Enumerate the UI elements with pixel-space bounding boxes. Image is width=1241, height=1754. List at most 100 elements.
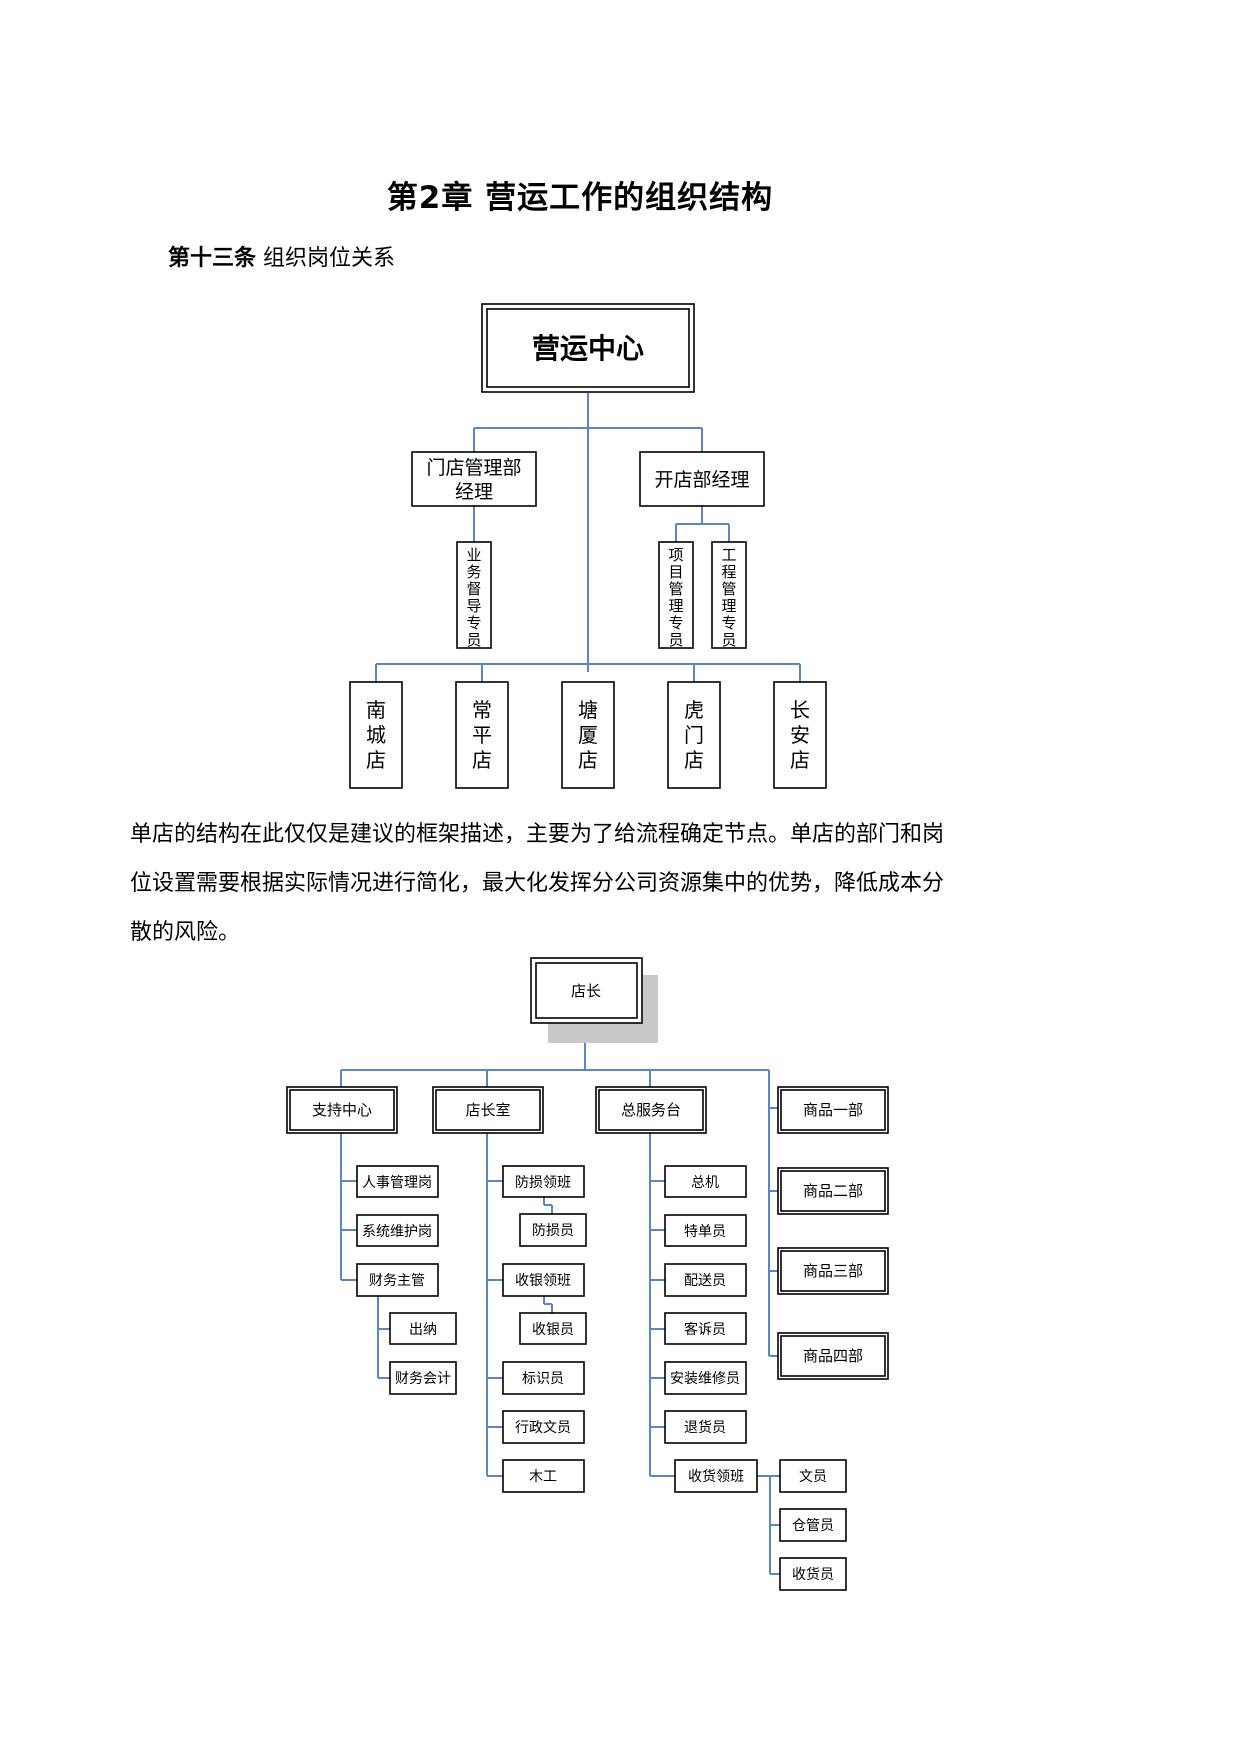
node-label: 财务会计 (395, 1371, 451, 1387)
article-text: 组织岗位关系 (256, 246, 396, 271)
node-returns: 退货员 (664, 1410, 747, 1444)
node-char: 常 (472, 698, 492, 722)
node-char: 务 (466, 563, 481, 581)
node-label-line2: 经理 (455, 481, 493, 503)
article-number: 第十三条 (168, 246, 257, 271)
description-paragraph: 单店的结构在此仅仅是建议的框架描述，主要为了给流程确定节点。单店的部门和岗 位设… (130, 810, 1065, 957)
node-label: 文员 (799, 1469, 827, 1485)
node-store-management-manager: 门店管理部 经理 (411, 451, 537, 507)
node-char: 业 (466, 546, 481, 564)
node-label: 收货领班 (688, 1468, 744, 1485)
node-label: 人事管理岗 (362, 1175, 432, 1191)
node-labeler: 标识员 (502, 1361, 585, 1395)
node-label: 总机 (691, 1175, 719, 1191)
node-cashier-lead: 收银领班 (502, 1263, 585, 1297)
node-char: 店 (790, 748, 810, 772)
node-operations-center: 营运中心 (481, 303, 695, 393)
node-receiving-clerk: 文员 (779, 1459, 847, 1493)
node-label: 收银领班 (515, 1273, 571, 1289)
node-label: 退货员 (684, 1419, 726, 1436)
node-store-opening-manager: 开店部经理 (639, 451, 765, 507)
node-loss-prevention-lead: 防损领班 (502, 1165, 585, 1198)
node-label: 财务主管 (369, 1273, 425, 1289)
node-label: 开店部经理 (654, 469, 749, 491)
org-chart-operations: 营运中心 门店管理部 经理 开店部经理 业 务 督 导 专 员 项 目 管 理 … (349, 303, 827, 789)
node-label: 配送员 (684, 1273, 726, 1289)
node-label: 木工 (529, 1469, 557, 1485)
node-char: 虎 (684, 698, 704, 722)
node-label: 行政文员 (515, 1420, 571, 1436)
node-project-specialist: 项 目 管 理 专 员 (658, 541, 694, 649)
node-label: 商品二部 (803, 1182, 863, 1200)
node-switchboard: 总机 (664, 1165, 747, 1198)
org-chart-store: 店长 支持中心 店长室 总服务台 商品一部 商品二部 商品三部 商品四部 (286, 957, 889, 1591)
node-product-dept-2: 商品二部 (777, 1167, 889, 1215)
node-admin-clerk: 行政文员 (502, 1410, 585, 1444)
node-char: 目 (668, 563, 683, 581)
node-special-order: 特单员 (664, 1214, 747, 1247)
node-system-maintenance: 系统维护岗 (356, 1214, 439, 1247)
node-char: 专 (466, 614, 481, 632)
node-label: 收银员 (532, 1322, 574, 1338)
node-label: 支持中心 (312, 1101, 372, 1119)
node-char: 城 (366, 723, 386, 747)
node-label: 商品三部 (803, 1262, 863, 1280)
chapter-title: 第2章 营运工作的组织结构 (386, 180, 774, 216)
node-store-tangxia: 塘 厦 店 (561, 681, 615, 789)
node-label: 商品四部 (803, 1347, 863, 1365)
node-char: 员 (721, 631, 736, 649)
node-char: 工 (721, 546, 736, 564)
node-char: 管 (721, 580, 736, 598)
node-support-center: 支持中心 (286, 1086, 398, 1134)
node-label: 营运中心 (532, 332, 644, 365)
node-char: 程 (721, 563, 736, 581)
node-hr-post: 人事管理岗 (356, 1165, 439, 1198)
node-char: 店 (578, 748, 598, 772)
node-label: 防损领班 (515, 1175, 571, 1191)
node-label: 店长室 (465, 1101, 510, 1119)
node-loss-prevention-staff: 防损员 (519, 1213, 587, 1247)
node-label: 客诉员 (684, 1321, 726, 1338)
node-warehouse-keeper: 仓管员 (779, 1508, 847, 1542)
node-store-humen: 虎 门 店 (667, 681, 721, 789)
node-label: 仓管员 (792, 1518, 834, 1534)
node-complaints: 客诉员 (664, 1312, 747, 1345)
node-label: 特单员 (684, 1224, 726, 1240)
node-product-dept-3: 商品三部 (777, 1247, 889, 1295)
paragraph-line: 单店的结构在此仅仅是建议的框架描述，主要为了给流程确定节点。单店的部门和岗 (130, 822, 945, 847)
node-char: 专 (721, 614, 736, 632)
node-char: 理 (668, 597, 683, 615)
node-char: 门 (684, 723, 704, 747)
node-store-manager: 店长 (530, 957, 658, 1043)
node-char: 督 (466, 580, 481, 598)
node-cashier-finance: 出纳 (389, 1312, 457, 1345)
node-store-nancheng: 南 城 店 (349, 681, 403, 789)
node-char: 员 (668, 631, 683, 649)
node-char: 店 (684, 748, 704, 772)
node-char: 塘 (578, 698, 598, 722)
node-label-line1: 门店管理部 (426, 457, 521, 479)
node-label: 标识员 (522, 1371, 564, 1387)
node-label: 总服务台 (621, 1101, 681, 1119)
node-char: 厦 (578, 723, 598, 747)
paragraph-line: 位设置需要根据实际情况进行简化，最大化发挥分公司资源集中的优势，降低成本分 (130, 871, 945, 896)
node-char: 项 (668, 546, 683, 564)
node-service-desk: 总服务台 (595, 1086, 707, 1134)
node-char: 导 (466, 597, 481, 615)
node-business-supervisor: 业 务 督 导 专 员 (456, 541, 492, 649)
node-char: 专 (668, 614, 683, 632)
node-label: 店长 (571, 982, 601, 1000)
node-installation-repair: 安装维修员 (664, 1361, 747, 1395)
node-char: 理 (721, 597, 736, 615)
chart1-connectors (375, 393, 801, 682)
node-receiver: 收货员 (779, 1557, 847, 1591)
node-char: 平 (472, 723, 492, 747)
node-label: 防损员 (532, 1223, 574, 1239)
node-char: 店 (366, 748, 386, 772)
node-label: 收货员 (792, 1566, 834, 1583)
node-char: 店 (472, 748, 492, 772)
node-carpenter: 木工 (502, 1459, 585, 1493)
node-engineering-specialist: 工 程 管 理 专 员 (711, 541, 747, 649)
node-receiving-lead: 收货领班 (674, 1459, 758, 1493)
node-accountant: 财务会计 (389, 1361, 457, 1395)
